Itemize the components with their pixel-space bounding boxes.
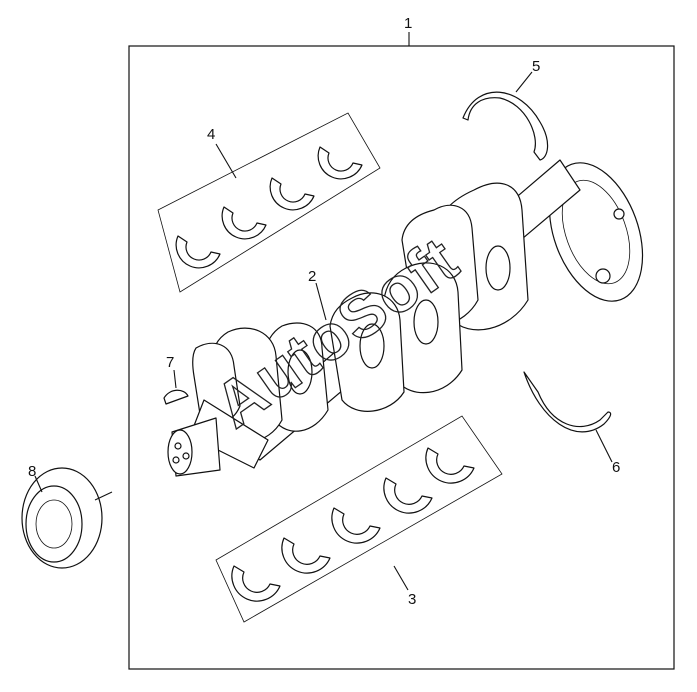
callout-8: 8 [28,463,36,480]
bearing-shell-4a [175,235,221,269]
leader-line-8 [34,475,43,493]
bearing-shells-outline-3 [215,415,503,623]
callout-1: 1 [404,15,412,32]
crankshaft-gear: 8 [21,463,113,569]
leader-line-2 [315,282,327,321]
leader-line-3 [393,565,409,591]
callout-4: 4 [207,126,215,143]
bearing-shells-outline-4 [157,112,381,293]
upper-bearing-shells-group: 4 [157,112,381,293]
callout-7: 7 [166,354,174,371]
upper-thrust-washer: 5 [462,58,549,161]
bearing-shell-4c [269,177,315,211]
bearing-shell-4d [317,146,363,180]
callout-2: 2 [308,268,316,285]
main-bearing-shells-group: 3 [215,415,503,623]
assembly-frame [128,45,675,670]
main-bearing-shell-3a [231,565,281,602]
main-bearing-shell-3e [425,447,475,484]
gear-axis-line [94,491,113,501]
callout-6: 6 [612,459,620,476]
leader-line-7 [173,369,177,389]
main-bearing-shell-3d [383,477,433,514]
woodruff-key: 7 [163,354,189,405]
crankshaft: 2 [167,159,644,477]
main-bearing-shell-3c [331,507,381,544]
main-bearing-shell-3b [281,537,331,574]
bearing-shell-4b [221,206,267,240]
callout-5: 5 [532,58,540,75]
callout-3: 3 [408,591,416,608]
lower-thrust-washer: 6 [523,371,620,476]
leader-line-5 [515,71,533,93]
leader-line-6 [595,429,613,463]
leader-line-4 [215,143,237,179]
